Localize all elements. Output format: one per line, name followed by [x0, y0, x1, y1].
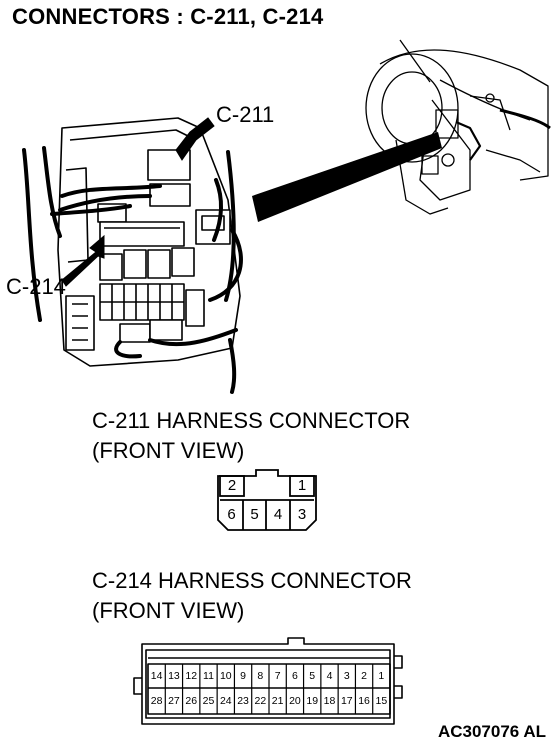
c214-pin-16: 16 — [358, 695, 370, 707]
c214-pin-23: 23 — [237, 695, 249, 707]
page-title: CONNECTORS : C-211, C-214 — [12, 4, 324, 29]
callout-c214: C-214 — [6, 274, 66, 299]
c214-pin-1: 1 — [378, 670, 385, 682]
junction-block-illustration — [22, 39, 551, 394]
c211-pin-2: 2 — [227, 477, 237, 494]
c214-pin-12: 12 — [185, 670, 198, 682]
c214-pin-25: 25 — [202, 695, 215, 707]
c214-pin-24: 24 — [219, 695, 232, 707]
c214-pin-17: 17 — [340, 695, 353, 707]
c211-pin-4: 4 — [273, 506, 283, 523]
c214-pin-26: 26 — [185, 695, 198, 707]
callout-c211: C-211 — [216, 102, 275, 127]
c214-pin-5: 5 — [309, 670, 316, 682]
c214-pin-8: 8 — [257, 670, 264, 682]
c214-pin-4: 4 — [326, 670, 333, 682]
c214-pin-9: 9 — [240, 670, 246, 682]
c214-pin-19: 19 — [306, 695, 319, 707]
figure-code: AC307076 AL — [437, 722, 546, 741]
c214-pin-7: 7 — [274, 670, 281, 682]
c211-heading-line2: (FRONT VIEW) — [92, 438, 245, 463]
c214-heading-line1: C-214 HARNESS CONNECTOR — [92, 568, 412, 593]
c214-pin-6: 6 — [292, 670, 298, 682]
c214-pin-11: 11 — [203, 670, 214, 682]
c211-pin-6: 6 — [227, 506, 236, 523]
c214-pin-18: 18 — [323, 695, 336, 707]
c214-pin-22: 22 — [254, 695, 267, 707]
c211-pin-1: 1 — [297, 477, 307, 494]
c214-pin-3: 3 — [343, 670, 350, 682]
c214-pin-28: 28 — [150, 695, 163, 707]
c214-heading-line2: (FRONT VIEW) — [92, 598, 245, 623]
c214-pin-13: 13 — [168, 670, 180, 682]
c214-pin-27: 27 — [168, 695, 180, 707]
c211-pin-3: 3 — [297, 506, 307, 523]
c211-pin-5: 5 — [250, 506, 259, 523]
c214-pin-10: 10 — [219, 670, 232, 682]
c214-pin-21: 21 — [271, 695, 284, 707]
c214-pin-14: 14 — [150, 670, 163, 682]
c211-heading-line1: C-211 HARNESS CONNECTOR — [92, 408, 411, 433]
c214-pin-2: 2 — [361, 670, 367, 682]
c214-pin-15: 15 — [375, 695, 388, 707]
c214-pin-20: 20 — [289, 695, 301, 707]
